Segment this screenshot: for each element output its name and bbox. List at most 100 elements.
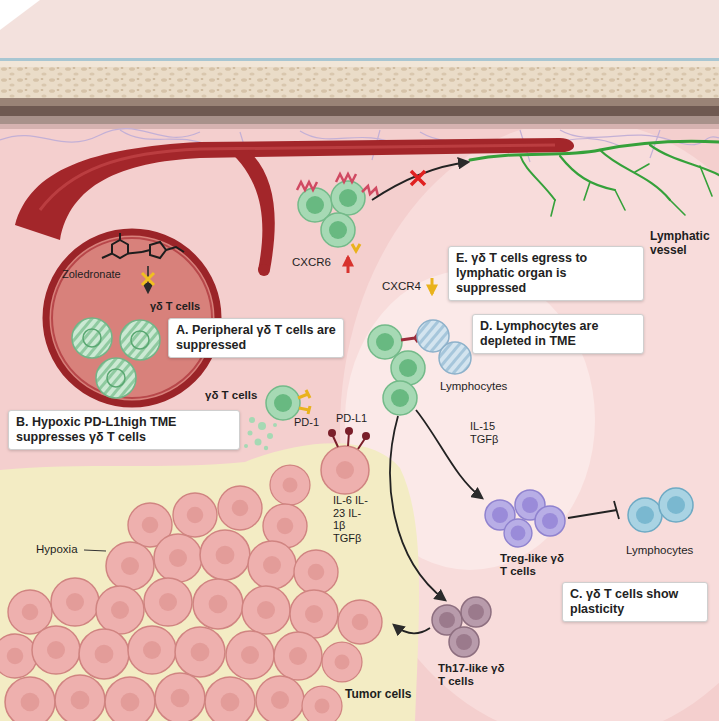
box-text: B. Hypoxic PD-L1high TME suppresses γδ T… — [16, 415, 232, 445]
figure-label: Treg-like γδ T cells — [500, 552, 568, 578]
figure-label: Lymphocytes — [626, 544, 706, 557]
pd1-cell — [244, 417, 277, 450]
capillaries — [0, 129, 200, 143]
pd1-cell — [264, 446, 268, 450]
cxcr-cells — [352, 244, 360, 251]
tumor-cells — [218, 486, 262, 530]
tumor-cells — [128, 626, 176, 674]
tissue-ground — [0, 120, 719, 721]
tumor-cells — [328, 429, 336, 437]
skin-layers — [0, 116, 719, 124]
zoledronate-molecule — [142, 247, 184, 252]
zoledronate-molecule — [150, 242, 166, 258]
zoledronate-molecule — [102, 233, 142, 258]
lymphocyte-cells — [628, 488, 693, 532]
plasticity-arrows — [394, 625, 430, 633]
tumor-cells — [294, 550, 338, 594]
peripheral-gd-cells — [72, 318, 160, 398]
tme-gd-cells — [401, 334, 418, 342]
tumor-cells — [175, 627, 225, 677]
tumor-cells — [51, 578, 99, 626]
lymphatic-vessel-drawing — [600, 150, 670, 200]
figure-label: CXCR4 — [382, 280, 428, 293]
figure-label: Tumor cells — [345, 688, 425, 702]
cxcr-cells — [431, 278, 434, 294]
blood-vessel — [228, 150, 275, 270]
tumor-cells — [55, 675, 105, 721]
tumor-cells — [155, 673, 205, 721]
lymphocyte-cells — [628, 498, 662, 532]
lymphatic-vessel-drawing — [520, 155, 555, 200]
egress-arrow — [411, 171, 425, 185]
hypoxia-halo — [0, 443, 419, 721]
skin-layers — [0, 0, 40, 30]
tumor-cells — [256, 676, 304, 721]
skin-layers — [0, 98, 719, 106]
figure-label: IL-6 IL-23 IL-1β TGFβ — [333, 494, 373, 545]
blocked-arrow — [142, 273, 154, 285]
blood-vessel — [258, 264, 270, 276]
figure-label: Lymphocytes — [440, 380, 520, 393]
tumor-cells — [302, 686, 342, 721]
tumor-cells — [345, 427, 353, 435]
box-text: D. Lymphocytes are depleted in TME — [480, 319, 636, 349]
tumor-cells — [248, 541, 296, 589]
blood-vessel — [40, 145, 555, 210]
hypoxia-halo — [0, 443, 419, 721]
box-text: E. γδ T cells egress to lymphatic organ … — [456, 251, 636, 296]
tumor-cells — [200, 530, 250, 580]
cxcr-cells — [347, 257, 350, 273]
figure-label: Zoledronate — [62, 268, 132, 281]
figure-label: PD-L1 — [336, 412, 376, 425]
cxcr-cells — [321, 213, 355, 247]
cxcr-cells — [336, 174, 356, 182]
egress-arrow — [372, 162, 468, 200]
peripheral-gd-cells — [120, 320, 160, 360]
skin-layers — [0, 58, 719, 61]
tme-gd-cells — [391, 351, 425, 385]
label-box: A. Peripheral γδ T cells are suppressed — [168, 318, 344, 358]
tumor-cells — [173, 493, 217, 537]
skin-layers — [0, 67, 719, 98]
figure-label: CXCR6 — [292, 256, 344, 269]
lymphatic-vessel-drawing — [551, 164, 712, 216]
cxcr-cells — [331, 181, 365, 215]
tumor-cells — [338, 600, 382, 644]
tumor-cells — [321, 446, 369, 494]
label-box: D. Lymphocytes are depleted in TME — [472, 314, 644, 354]
tumor-cells — [0, 634, 37, 678]
pd1-cell — [273, 423, 277, 427]
pd1-cell — [267, 433, 273, 439]
tumor-cells — [5, 677, 55, 721]
blocked-arrow — [142, 266, 154, 292]
skin-layers — [0, 0, 719, 58]
th17-cells — [449, 627, 479, 657]
tme-gd-cells — [383, 381, 417, 415]
skin-layers — [0, 61, 719, 67]
pd1-cell — [258, 422, 266, 430]
treg-cells — [535, 506, 565, 536]
peripheral-gd-cells — [96, 358, 136, 398]
th17-cells — [432, 597, 491, 657]
label-box: C. γδ T cells show plasticity — [562, 582, 708, 622]
pd1-cell — [255, 439, 262, 446]
tme-gd-cells — [368, 325, 402, 359]
plasticity-arrows — [390, 416, 445, 600]
lymphocyte-cells — [659, 488, 693, 522]
treg-cells — [504, 519, 532, 547]
tumor-cells — [154, 534, 202, 582]
plasticity-arrows — [568, 501, 619, 519]
skin-layers — [0, 106, 719, 116]
tme-gd-cells — [368, 320, 471, 415]
lymphatic-vessel-drawing — [650, 145, 719, 175]
tumor-cells — [106, 542, 154, 590]
tme-gd-cells — [439, 342, 471, 374]
tumor-cells — [274, 632, 322, 680]
figure-label: Hypoxia — [36, 543, 92, 556]
box-text: C. γδ T cells show plasticity — [570, 587, 700, 617]
egress-arrow — [372, 162, 468, 200]
zoledronate-molecule — [112, 240, 128, 258]
pd1-cell — [249, 417, 255, 423]
tumor-cells — [144, 578, 192, 626]
